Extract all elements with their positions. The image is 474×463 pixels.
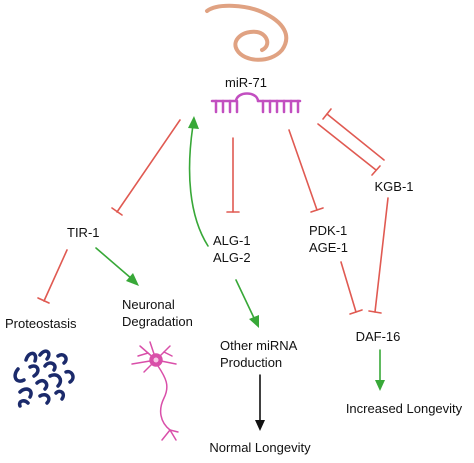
mirna-hairpin-icon — [210, 92, 302, 114]
node-daf-16: DAF-16 — [356, 329, 401, 344]
node-other-mirna-line2: Production — [220, 355, 282, 370]
edge-tir1-activates-neuronal-degradation — [95, 247, 133, 280]
edge-kgb1-inhibits-mir71 — [322, 108, 385, 161]
node-pdk-1: PDK-1 — [309, 223, 347, 238]
node-tir-1: TIR-1 — [67, 225, 100, 240]
edge-tir1-inhibits-proteostasis — [37, 249, 68, 304]
node-increased-longevity: Increased Longevity — [346, 401, 463, 416]
protein-aggregate-icon — [13, 349, 75, 408]
edge-mir71-inhibits-pdk1 — [288, 129, 324, 213]
arrowhead-daf16-to-increased-longevity — [375, 380, 385, 391]
edge-alg-activates-other-mirna — [235, 279, 255, 319]
node-neuronal-degradation: Neuronal Degradation — [122, 297, 193, 329]
node-other-mirna: Other miRNA Production — [220, 338, 300, 370]
edge-mir71-inhibits-tir1 — [111, 119, 181, 216]
node-neuronal: Neuronal — [122, 297, 175, 312]
node-normal-longevity: Normal Longevity — [209, 440, 311, 455]
node-pdk-age: PDK-1 AGE-1 — [309, 223, 351, 255]
arrowhead-alg-to-mir71 — [188, 116, 199, 129]
node-alg: ALG-1 ALG-2 — [213, 233, 254, 265]
arrowhead-alg-to-other-mirna — [249, 315, 259, 328]
node-kgb-1: KGB-1 — [374, 179, 413, 194]
node-degradation: Degradation — [122, 314, 193, 329]
node-age-1: AGE-1 — [309, 240, 348, 255]
neuron-icon — [131, 341, 179, 441]
node-alg-2: ALG-2 — [213, 250, 251, 265]
node-proteostasis: Proteostasis — [5, 316, 77, 331]
node-mir-71: miR-71 — [225, 75, 267, 90]
edge-pdk1-inhibits-daf16 — [340, 261, 363, 315]
arrowhead-tir1-to-neuronal — [126, 273, 139, 286]
c-elegans-worm-icon — [205, 3, 289, 62]
edge-alg-activates-mir71 — [188, 124, 209, 247]
edge-kgb1-inhibits-daf16 — [368, 197, 389, 314]
edge-mir71-inhibits-kgb1 — [317, 123, 381, 176]
edge-mir71-inhibits-alg — [226, 137, 240, 213]
node-other-mirna-line1: Other miRNA — [220, 338, 298, 353]
node-alg-1: ALG-1 — [213, 233, 251, 248]
arrowhead-to-normal-longevity — [255, 420, 265, 431]
